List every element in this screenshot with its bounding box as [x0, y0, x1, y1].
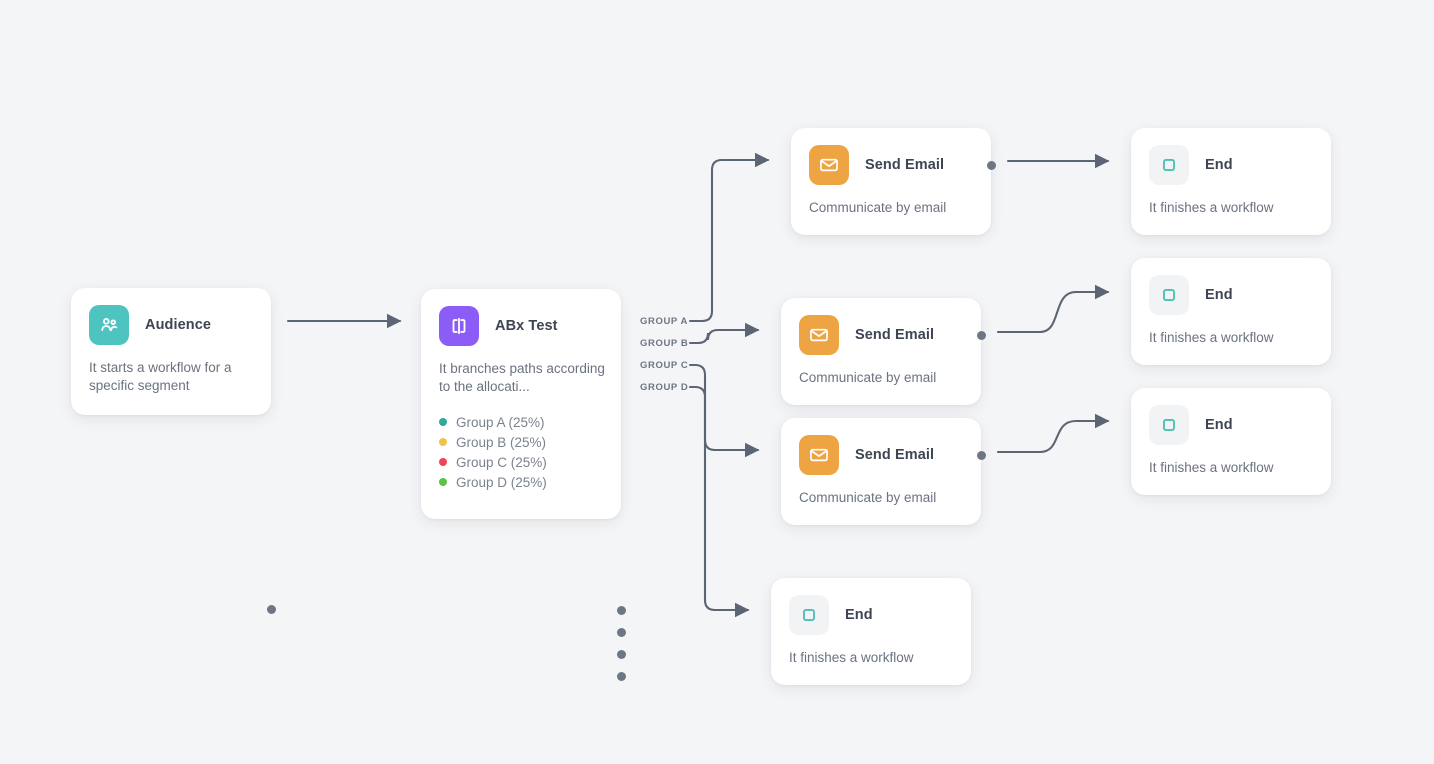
node-description: It finishes a workflow: [1149, 330, 1274, 345]
edge-groupd-to-end4: [688, 385, 750, 618]
stop-square-icon: [1149, 275, 1189, 315]
node-title: End: [1205, 417, 1233, 433]
node-header: Send Email: [781, 418, 981, 475]
stop-square-icon: [1149, 145, 1189, 185]
legend-dot-group-c: [439, 458, 447, 466]
node-send-email-1[interactable]: Send Email Communicate by email: [791, 128, 996, 235]
node-header: End: [771, 578, 971, 635]
legend-item: Group C (25%): [439, 452, 603, 472]
split-icon: [439, 306, 479, 346]
node-header: End: [1131, 258, 1331, 315]
stop-square-icon: [789, 595, 829, 635]
legend-label: Group D (25%): [456, 474, 547, 490]
output-port[interactable]: [987, 161, 996, 170]
output-port[interactable]: [977, 451, 986, 460]
node-header: End: [1131, 388, 1331, 445]
stop-square-icon: [1149, 405, 1189, 445]
envelope-icon: [809, 145, 849, 185]
node-send-email-2[interactable]: Send Email Communicate by email: [781, 298, 986, 405]
node-description: It finishes a workflow: [1149, 200, 1274, 215]
node-title: Audience: [145, 317, 212, 333]
node-end-2[interactable]: End It finishes a workflow: [1131, 258, 1331, 365]
output-port-group-c[interactable]: [617, 650, 626, 659]
output-port[interactable]: [267, 605, 276, 614]
legend-dot-group-d: [439, 478, 447, 486]
node-title: Send Email: [855, 447, 935, 463]
node-description: Communicate by email: [799, 370, 937, 385]
legend-item: Group B (25%): [439, 432, 603, 452]
edge-groupc-to-email3: [688, 363, 760, 458]
legend-dot-group-a: [439, 418, 447, 426]
node-end-1[interactable]: End It finishes a workflow: [1131, 128, 1331, 235]
output-port-label-group-a: GROUP A: [640, 316, 689, 327]
node-title: End: [845, 607, 873, 623]
node-description: It finishes a workflow: [1149, 460, 1274, 475]
node-description: It starts a workflow for a specific segm…: [89, 360, 232, 393]
node-title: End: [1205, 287, 1233, 303]
edge-email2-to-end2: [996, 284, 1110, 334]
node-audience[interactable]: Audience It starts a workflow for a spec…: [71, 288, 276, 614]
legend-label: Group A (25%): [456, 414, 545, 430]
legend-label: Group C (25%): [456, 454, 547, 470]
node-description: Communicate by email: [799, 490, 937, 505]
edge-email3-to-end3: [996, 413, 1110, 454]
output-port-label-group-c: GROUP C: [640, 360, 689, 371]
people-icon: [89, 305, 129, 345]
node-header: Send Email: [791, 128, 991, 185]
node-title: End: [1205, 157, 1233, 173]
output-port-label-group-b: GROUP B: [640, 338, 689, 349]
node-header: Audience: [71, 288, 271, 345]
legend-label: Group B (25%): [456, 434, 547, 450]
node-header: Send Email: [781, 298, 981, 355]
legend-item: Group D (25%): [439, 472, 603, 492]
node-end-4[interactable]: End It finishes a workflow: [771, 578, 971, 685]
node-title: Send Email: [865, 157, 945, 173]
output-port-group-b[interactable]: [617, 628, 626, 637]
legend-dot-group-b: [439, 438, 447, 446]
output-port-group-d[interactable]: [617, 672, 626, 681]
node-header: End: [1131, 128, 1331, 185]
node-end-3[interactable]: End It finishes a workflow: [1131, 388, 1331, 495]
output-port-group-a[interactable]: [617, 606, 626, 615]
node-abx-test[interactable]: ABx Test It branches paths according to …: [421, 289, 688, 681]
allocation-legend: Group A (25%) Group B (25%) Group C (25%…: [421, 396, 621, 492]
node-description: It branches paths according to the alloc…: [439, 361, 605, 394]
node-send-email-3[interactable]: Send Email Communicate by email: [781, 418, 986, 525]
node-description: Communicate by email: [809, 200, 947, 215]
node-title: Send Email: [855, 327, 935, 343]
node-description: It finishes a workflow: [789, 650, 914, 665]
output-port[interactable]: [977, 331, 986, 340]
envelope-icon: [799, 315, 839, 355]
node-header: ABx Test: [421, 289, 621, 346]
output-port-label-group-d: GROUP D: [640, 382, 689, 393]
legend-item: Group A (25%): [439, 412, 603, 432]
envelope-icon: [799, 435, 839, 475]
node-title: ABx Test: [495, 318, 558, 334]
edge-groupa-to-email1: [688, 152, 770, 323]
edge-groupb-to-email2: [688, 322, 760, 345]
